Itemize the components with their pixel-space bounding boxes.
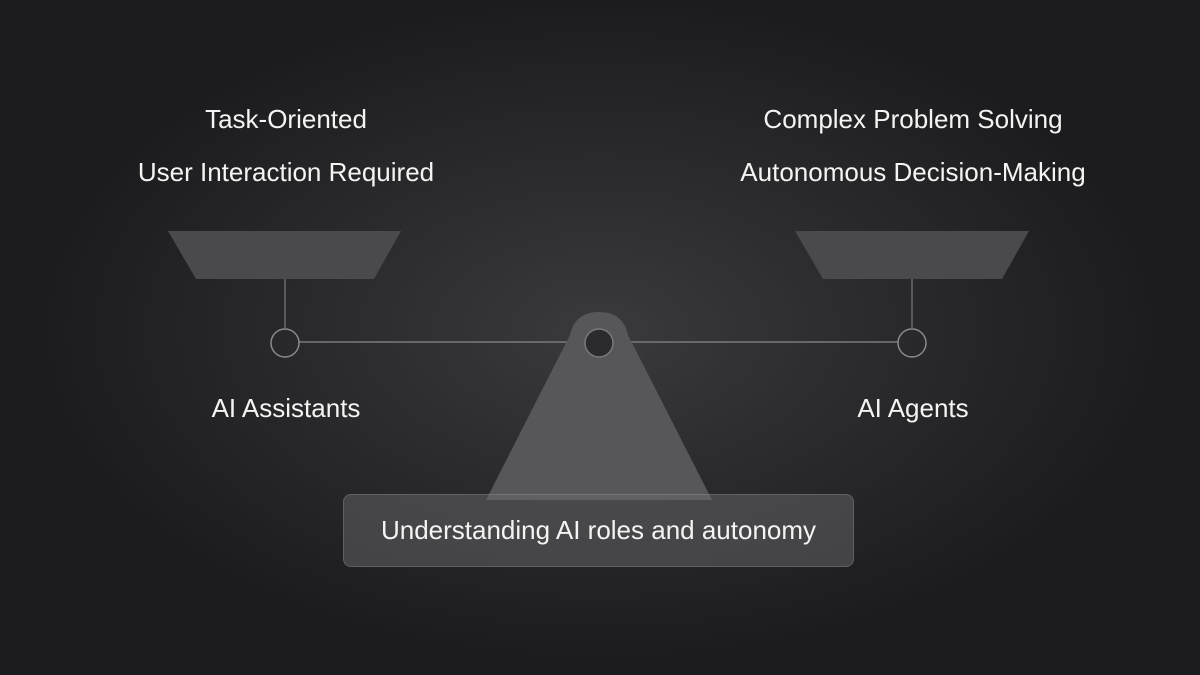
right-pan: [795, 231, 1029, 279]
right-pivot-ring: [897, 328, 927, 358]
left-side-title: AI Assistants: [211, 393, 361, 423]
stand-pivot-hole: [584, 328, 614, 358]
left-pan: [168, 231, 401, 279]
right-feature-2: Autonomous Decision-Making: [740, 157, 1086, 187]
scale-stand: [486, 312, 712, 500]
caption-text: Understanding AI roles and autonomy: [380, 515, 817, 545]
left-feature-1: Task-Oriented: [205, 104, 367, 134]
left-feature-2: User Interaction Required: [137, 157, 435, 187]
right-side-title: AI Agents: [857, 393, 969, 423]
left-pivot-ring: [270, 328, 300, 358]
right-feature-1: Complex Problem Solving: [763, 104, 1063, 134]
caption-box: Understanding AI roles and autonomy: [343, 494, 854, 567]
